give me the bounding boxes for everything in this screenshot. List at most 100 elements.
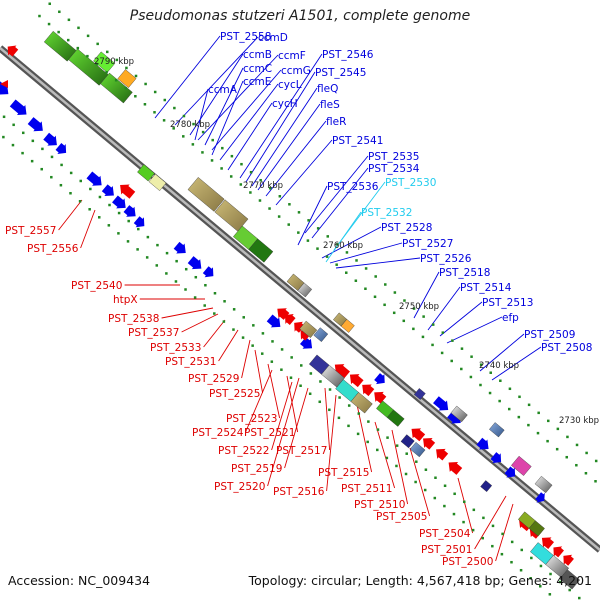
gene-label-cych: cycH — [272, 98, 298, 110]
tick-dot — [134, 94, 137, 98]
leader-line — [154, 35, 221, 119]
tick-dot — [76, 46, 80, 50]
forward-gene-arrow — [299, 337, 313, 349]
leader-line — [58, 199, 83, 231]
tick-dot — [241, 336, 245, 339]
tick-dot — [306, 239, 310, 242]
tick-dot — [184, 267, 188, 271]
tick-dot — [422, 315, 425, 318]
tick-dot — [318, 400, 322, 404]
tick-dot — [288, 203, 291, 206]
leader-line — [304, 155, 369, 234]
tick-dot — [60, 163, 63, 167]
forward-gene-arrow — [202, 266, 214, 278]
gene-feature-block — [534, 475, 553, 494]
accession-text: Accession: NC_009434 — [8, 573, 151, 588]
gene-feature-block — [386, 409, 405, 427]
gene-label-ccmd: ccmD — [258, 32, 288, 44]
tick-dot — [229, 175, 233, 178]
tick-dot — [136, 248, 139, 251]
tick-dot — [392, 311, 396, 315]
gene-label-pst-2532: PST_2532 — [361, 207, 412, 219]
tick-dot — [316, 247, 319, 250]
leader-line — [275, 139, 333, 206]
leader-line — [439, 301, 483, 337]
forward-gene-arrow — [101, 184, 114, 196]
tick-dot — [469, 375, 473, 379]
tick-dot — [108, 203, 111, 207]
leader-line — [265, 120, 327, 197]
gene-label-pst-2556: PST_2556 — [27, 243, 79, 255]
gene-label-pst-2516: PST_2516 — [273, 486, 325, 498]
gene-label-pst-2533: PST_2533 — [150, 342, 201, 354]
gene-label-pst-2524: PST_2524 — [192, 427, 244, 439]
leader-line — [374, 421, 396, 489]
tick-dot — [443, 504, 446, 508]
tick-dot — [383, 303, 386, 307]
tick-dot — [280, 368, 283, 371]
leader-line — [271, 381, 293, 451]
tick-dot — [278, 195, 282, 198]
genome-summary-text: Topology: circular; Length: 4,567,418 bp… — [248, 573, 592, 588]
tick-dot — [546, 439, 549, 443]
tick-dot — [325, 255, 329, 258]
tick-dot — [471, 528, 475, 532]
tick-dot — [374, 275, 377, 278]
gene-label-pst-2515: PST_2515 — [318, 467, 369, 479]
tick-dot — [507, 407, 511, 411]
tick-dot — [441, 331, 445, 334]
tick-dot — [489, 371, 492, 374]
leader-line — [267, 363, 281, 419]
tick-dot — [239, 183, 243, 186]
tick-dot — [30, 159, 34, 163]
scale-tick-label: 2750 kbp — [399, 302, 439, 312]
gene-feature-block — [511, 455, 532, 476]
leader-line — [197, 54, 279, 141]
gene-feature-block — [480, 480, 493, 492]
tick-dot — [357, 412, 361, 415]
tick-dot — [316, 227, 320, 230]
tick-dot — [462, 520, 465, 524]
tick-dot — [488, 391, 492, 395]
tick-dot — [527, 403, 531, 407]
reverse-gene-arrow — [553, 546, 564, 558]
tick-dot — [376, 428, 380, 431]
reverse-gene-arrow — [284, 313, 296, 326]
gene-label-ccmb: ccmB — [243, 49, 272, 61]
leader-line — [495, 503, 514, 562]
tick-dot — [307, 219, 310, 222]
leader-line — [204, 67, 244, 146]
tick-dot — [270, 360, 274, 363]
tick-dot — [98, 216, 101, 219]
leader-line — [311, 167, 369, 239]
tick-dot — [280, 348, 284, 351]
gene-label-pst-2514: PST_2514 — [460, 282, 512, 294]
leader-line — [267, 377, 300, 487]
forward-gene-arrow — [535, 492, 545, 503]
tick-dot — [277, 215, 281, 218]
scale-tick-label: 2760 kbp — [323, 241, 363, 251]
leader-line — [325, 211, 362, 263]
tick-dot — [356, 432, 360, 436]
tick-dot — [555, 447, 559, 451]
tick-dot — [137, 227, 140, 231]
tick-dot — [472, 508, 476, 512]
gene-label-efp: efp — [502, 312, 519, 324]
tick-dot — [536, 431, 540, 435]
tick-dot — [268, 207, 271, 210]
tick-dot — [481, 536, 484, 540]
gene-feature-block — [187, 177, 225, 212]
leader-line — [211, 69, 282, 151]
forward-gene-arrow — [133, 216, 145, 228]
tick-dot — [451, 339, 454, 342]
tick-dot — [11, 143, 15, 147]
leader-line — [194, 88, 209, 141]
tick-dot — [175, 259, 178, 263]
tick-dot — [460, 347, 464, 350]
tick-dot — [117, 211, 121, 215]
tick-dot — [500, 552, 504, 556]
tick-dot — [510, 540, 514, 544]
gene-feature-block — [528, 520, 545, 537]
tick-dot — [2, 135, 5, 139]
